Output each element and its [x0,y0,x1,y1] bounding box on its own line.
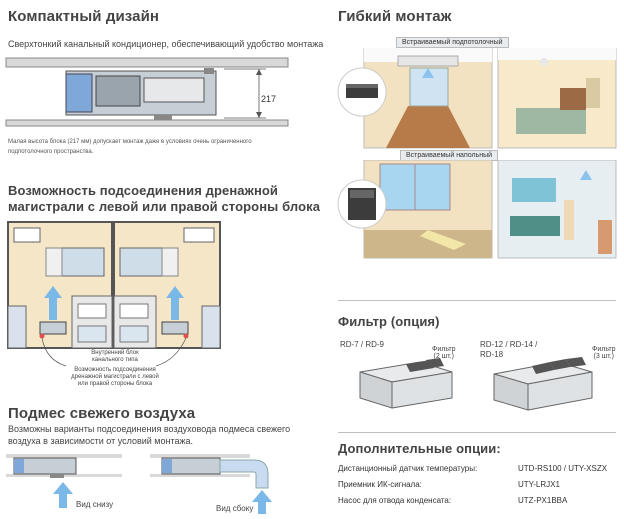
compact-subtitle: Сверхтонкий канальный кондиционер, обесп… [8,39,324,49]
bottom-view-diagram [6,454,122,508]
divider-options [338,432,616,433]
drain-label-line1: Возможность подсоединения [74,367,156,373]
side-view-diagram [150,454,272,514]
filter-model-a: RD-7 / RD-9 [340,340,385,349]
option-value: UTY-LRJX1 [518,480,560,489]
drain-label-line3: или правой стороны блока [77,381,153,387]
floor-mount-illustration [337,160,617,259]
view-bottom-label: Вид снизу [76,500,114,509]
compact-note-line1: Малая высота блока (217 мм) допускает мо… [8,139,252,145]
option-row: Приемник ИК-сигнала: UTY-LRJX1 [338,477,608,493]
option-label: Дистанционный датчик температуры: [338,464,478,473]
option-value: UTD-RS100 / UTY-XSZX [518,464,608,473]
filter-b-line2: (3 шт.) [593,353,615,360]
view-side-label: Вид сбоку [216,504,254,513]
compact-note-line2: подпотолочного пространства. [8,149,94,155]
filter-model-b-line1: RD-12 / RD-14 / [480,340,538,349]
height-dimension-label: 217 [261,94,277,104]
filter-title: Фильтр (опция) [338,314,440,329]
option-row: Насос для отвода конденсата: UTZ-PX1BBA [338,493,608,509]
compact-unit-diagram [5,57,289,127]
filter-b-label: Фильтр (3 шт.) [592,346,616,360]
drain-title-line1: Возможность подсоединения дренажной [8,183,279,198]
filter-model-b-line2: RD-18 [480,350,504,359]
filter-b-line1: Фильтр [592,346,616,353]
flexible-title: Гибкий монтаж [338,8,452,25]
filter-a-label: Фильтр (2 шт.) [432,346,456,360]
ceiling-mount-label: Встраиваемый подпотолочный [396,37,509,48]
unit-label-line2: канального типа [92,357,138,363]
drain-title-line2: магистрали с левой или правой стороны бл… [8,199,321,214]
drain-label-line2: дренажной магистрали с левой [71,374,159,380]
divider-filter [338,300,616,301]
option-label: Насос для отвода конденсата: [338,496,452,505]
unit-label-line1: Внутренний блок [91,350,139,356]
hotel-room-floor-plan [7,221,221,367]
compact-title: Компактный дизайн [8,8,160,25]
option-row: Дистанционный датчик температуры: UTD-RS… [338,461,608,477]
options-title: Дополнительные опции: [338,441,501,456]
filter-unit-b [493,357,593,411]
filter-a-line2: (2 шт.) [433,353,455,360]
fresh-air-text-line2: воздуха в зависимости от условий монтажа… [8,436,194,446]
filter-unit-a [359,358,453,409]
filter-a-line1: Фильтр [432,346,456,353]
fresh-air-title: Подмес свежего воздуха [8,405,196,422]
option-value: UTZ-PX1BBA [518,496,568,505]
fresh-air-text-line1: Возможны варианты подсоединения воздухов… [8,424,291,434]
ceiling-mount-illustration [337,48,617,149]
option-label: Приемник ИК-сигнала: [338,480,422,489]
